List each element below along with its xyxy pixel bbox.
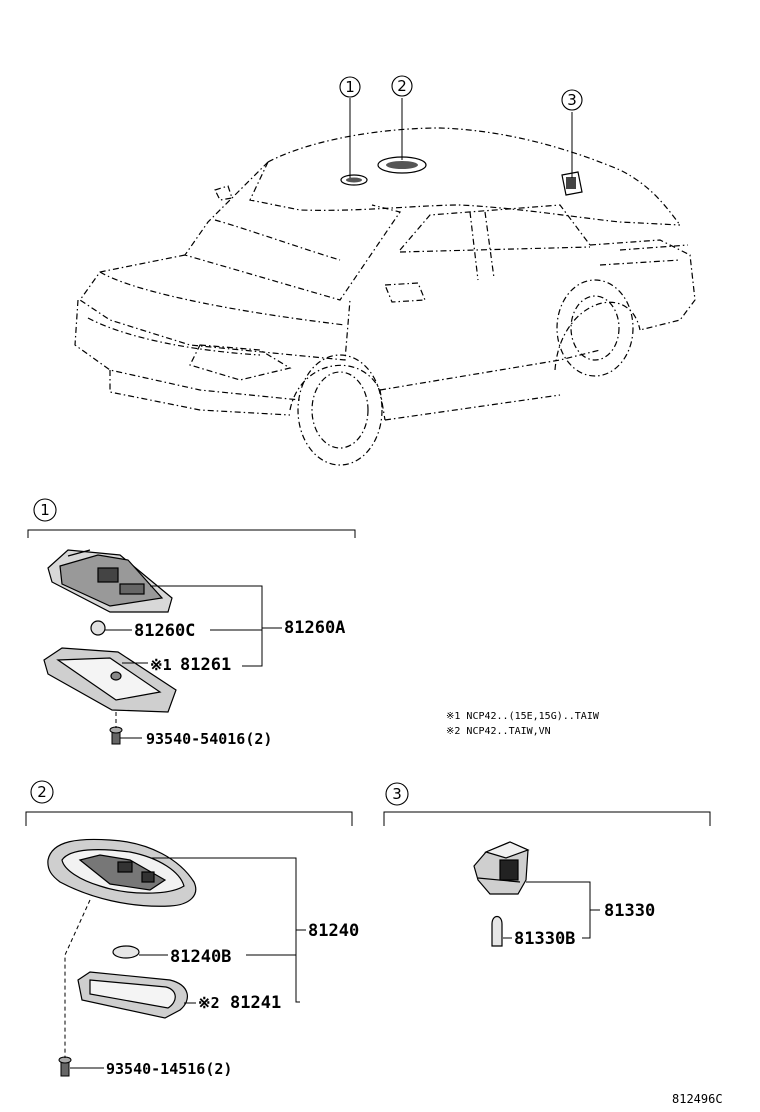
map-lamp-assy <box>47 549 173 613</box>
lens-81261 <box>43 647 177 713</box>
callout-circle-2 <box>391 75 413 97</box>
room-lamp-assy <box>47 838 197 907</box>
car-lamp-3 <box>561 171 583 196</box>
section-3-circle <box>385 782 409 806</box>
callout-circle-3 <box>561 89 583 111</box>
callout-label-1: 1 <box>345 78 355 96</box>
part-number-81261: 81261 <box>180 655 231 675</box>
screw-93540-54016 <box>109 726 123 745</box>
lens-81241 <box>77 971 188 1019</box>
note-2: ※2 NCP42..TAIW,VN <box>446 726 551 737</box>
part-number-93540-14516: 93540-14516(2) <box>106 1060 232 1078</box>
car-illustration <box>74 127 696 466</box>
note-mark-1: ※1 <box>150 656 172 674</box>
lamp-socket-81330 <box>473 841 530 895</box>
reference-code: 812496C <box>672 1092 723 1106</box>
section-3-bracket <box>383 811 711 826</box>
section-3-label: 3 <box>392 785 402 803</box>
bulb-81240B <box>112 945 140 959</box>
section-1-label: 1 <box>40 501 50 519</box>
car-lamp-2 <box>377 156 427 174</box>
section-1-circle <box>33 498 57 522</box>
part-number-81240: 81240 <box>308 921 359 941</box>
callout-circle-1 <box>339 76 361 98</box>
section-2-bracket <box>25 811 353 826</box>
callout-label-3: 3 <box>567 91 577 109</box>
section-2-label: 2 <box>37 783 47 801</box>
part-number-81330B: 81330B <box>514 929 575 949</box>
part-number-93540-54016: 93540-54016(2) <box>146 730 272 748</box>
bulb-81260C <box>90 620 106 636</box>
part-number-81240B: 81240B <box>170 947 231 967</box>
part-number-81260C: 81260C <box>134 621 195 641</box>
part-number-81241: 81241 <box>230 993 281 1013</box>
callout-label-2: 2 <box>397 77 407 95</box>
part-number-81330: 81330 <box>604 901 655 921</box>
part-number-81260A: 81260A <box>284 618 345 638</box>
screw-93540-14516 <box>58 1056 72 1077</box>
note-1: ※1 NCP42..(15E,15G)..TAIW <box>446 711 600 722</box>
section-1-bracket <box>27 529 356 538</box>
bulb-81330B <box>491 915 503 947</box>
section-2-circle <box>30 780 54 804</box>
note-mark-2: ※2 <box>198 994 220 1012</box>
car-lamp-1 <box>340 174 368 186</box>
